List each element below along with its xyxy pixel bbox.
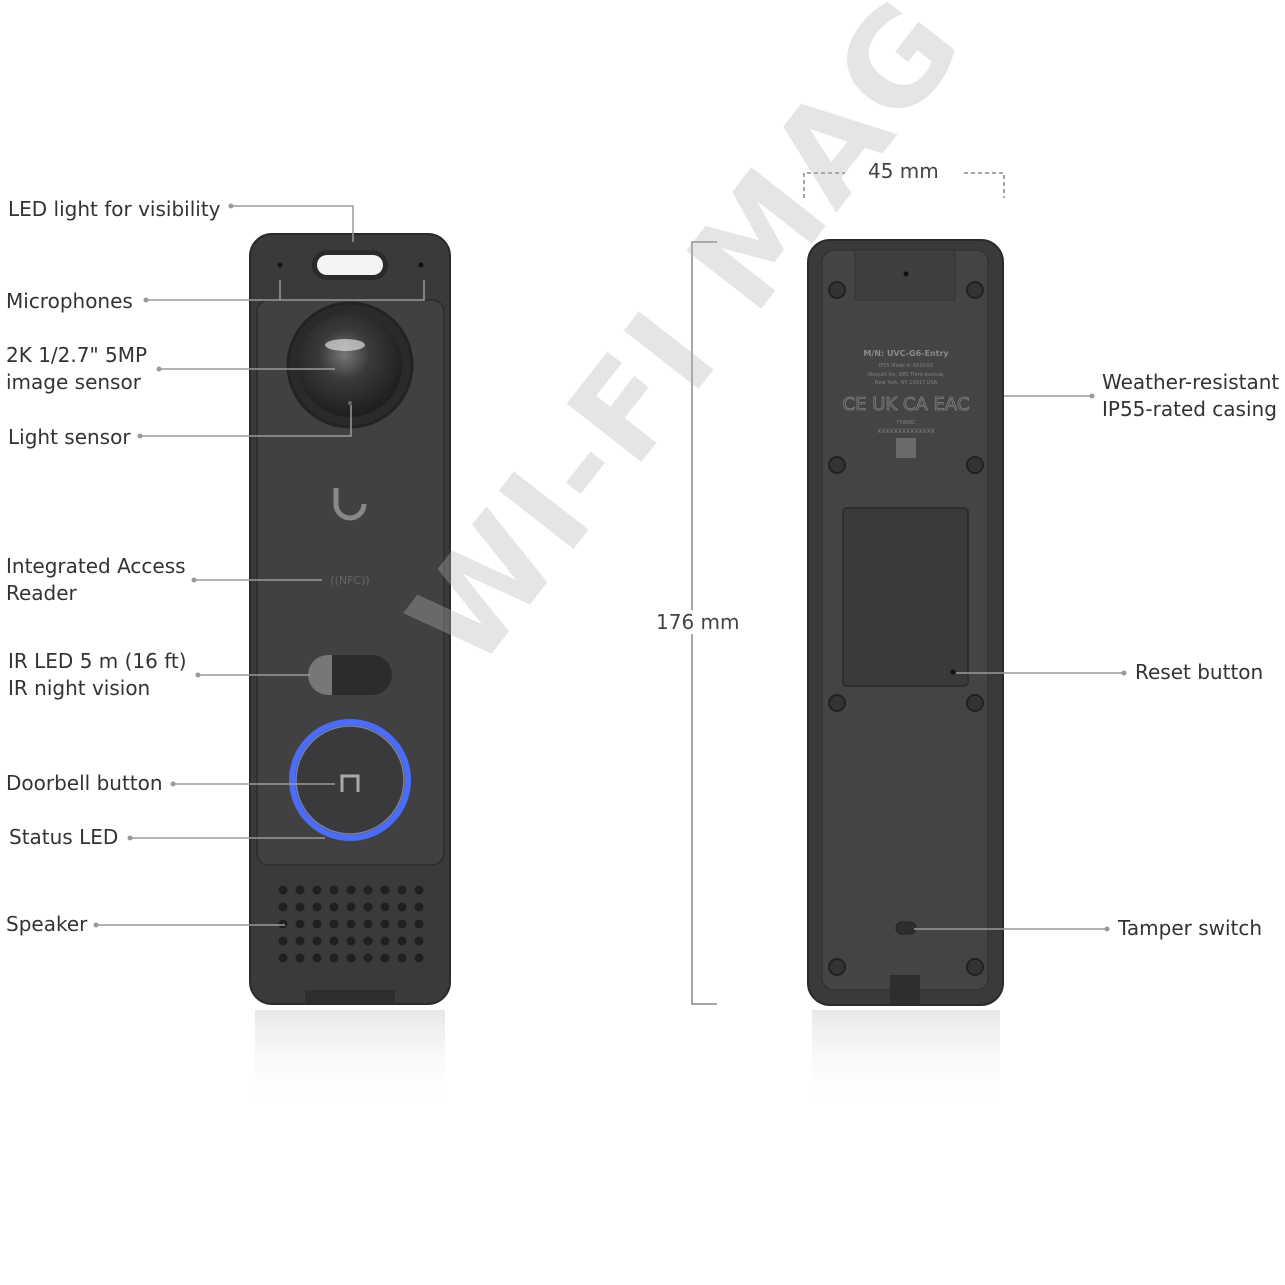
- status-led-ring: [289, 719, 411, 841]
- speaker-hole: [397, 919, 407, 929]
- speaker-hole: [414, 919, 424, 929]
- speaker-hole: [414, 953, 424, 963]
- speaker-hole: [278, 885, 288, 895]
- screw: [966, 456, 984, 474]
- screw: [966, 281, 984, 299]
- front-device: ((NFC)): [249, 233, 451, 1005]
- label-microphones: Microphones: [6, 289, 133, 313]
- nfc-icon: ((NFC)): [330, 574, 369, 587]
- speaker-hole: [278, 953, 288, 963]
- front-reflection: [255, 1010, 445, 1110]
- speaker-hole: [363, 936, 373, 946]
- speaker-hole: [414, 885, 424, 895]
- speaker-hole: [295, 936, 305, 946]
- mount-cavity: [842, 507, 969, 687]
- camera-lens: [298, 313, 402, 417]
- microphone-right: [418, 262, 424, 268]
- speaker-hole: [397, 953, 407, 963]
- speaker-hole: [346, 902, 356, 912]
- leader-dots: [93, 203, 1127, 932]
- label-line: YYWWC: [895, 420, 916, 426]
- speaker-hole: [278, 936, 288, 946]
- speaker-hole: [312, 919, 322, 929]
- speaker-hole: [329, 902, 339, 912]
- speaker-hole: [363, 919, 373, 929]
- speaker-hole: [346, 885, 356, 895]
- speaker-hole: [397, 885, 407, 895]
- label-speaker: Speaker: [6, 912, 88, 936]
- device-model: M/N: UVC-G6-Entry: [863, 349, 949, 358]
- label-image-sensor: 2K 1/2.7" 5MP image sensor: [6, 343, 148, 394]
- qr-code: [896, 438, 916, 458]
- height-dimension: 176 mm: [656, 610, 740, 634]
- speaker-hole: [312, 902, 322, 912]
- label-line: IP55 Made in XXXXXX: [879, 363, 934, 369]
- reset-button: [950, 669, 956, 675]
- screw: [828, 958, 846, 976]
- label-doorbell-button: Doorbell button: [6, 771, 163, 795]
- speaker-hole: [380, 919, 390, 929]
- label-line: Ubiquiti Inc. 685 Third Avenue,: [867, 372, 945, 378]
- speaker-hole: [363, 885, 373, 895]
- label-led-light: LED light for visibility: [8, 197, 221, 221]
- speaker-hole: [295, 885, 305, 895]
- speaker-hole: [414, 936, 424, 946]
- speaker-hole: [295, 902, 305, 912]
- speaker-hole: [329, 936, 339, 946]
- speaker-hole: [329, 885, 339, 895]
- speaker-hole: [363, 953, 373, 963]
- speaker-hole: [380, 936, 390, 946]
- label-reset: Reset button: [1135, 660, 1264, 684]
- speaker-hole: [397, 936, 407, 946]
- label-access-reader: Integrated Access Reader: [6, 554, 186, 605]
- speaker-hole: [397, 902, 407, 912]
- speaker-hole: [346, 919, 356, 929]
- screw: [828, 281, 846, 299]
- speaker-hole: [295, 953, 305, 963]
- back-reflection: [812, 1010, 1000, 1110]
- tamper-switch: [895, 921, 917, 935]
- speaker-hole: [329, 919, 339, 929]
- screw: [966, 958, 984, 976]
- label-line: New York, NY 10017 USA: [875, 380, 938, 386]
- label-tamper: Tamper switch: [1118, 916, 1263, 940]
- speaker-hole: [278, 902, 288, 912]
- screw: [966, 694, 984, 712]
- speaker-hole: [312, 885, 322, 895]
- led-light: [317, 255, 383, 275]
- label-light-sensor: Light sensor: [8, 425, 131, 449]
- width-dimension: 45 mm: [868, 159, 939, 183]
- label-status-led: Status LED: [9, 825, 119, 849]
- speaker-hole: [363, 902, 373, 912]
- speaker-hole: [380, 953, 390, 963]
- speaker-hole: [346, 953, 356, 963]
- ubiquiti-logo: [333, 488, 367, 521]
- speaker-hole: [380, 902, 390, 912]
- speaker-hole: [346, 936, 356, 946]
- screw: [828, 456, 846, 474]
- speaker-hole: [312, 936, 322, 946]
- serial-number: XXXXXXXXXXXXXX: [877, 428, 935, 435]
- microphone-left: [277, 262, 283, 268]
- label-ir-led: IR LED 5 m (16 ft) IR night vision: [8, 649, 187, 700]
- speaker-hole: [414, 902, 424, 912]
- doorbell-button: [340, 774, 360, 792]
- certification-marks: CE UK CA EAC: [843, 394, 970, 415]
- leader-lines: [96, 205, 1124, 930]
- speaker-hole: [278, 919, 288, 929]
- screw: [828, 694, 846, 712]
- speaker-hole: [312, 953, 322, 963]
- label-casing: Weather-resistant IP55-rated casing: [1102, 370, 1280, 421]
- speaker-grille: [278, 885, 424, 963]
- light-sensor: [348, 401, 352, 405]
- speaker-hole: [295, 919, 305, 929]
- speaker-hole: [380, 885, 390, 895]
- back-device: M/N: UVC-G6-Entry IP55 Made in XXXXXX Ub…: [807, 239, 1004, 1006]
- speaker-hole: [329, 953, 339, 963]
